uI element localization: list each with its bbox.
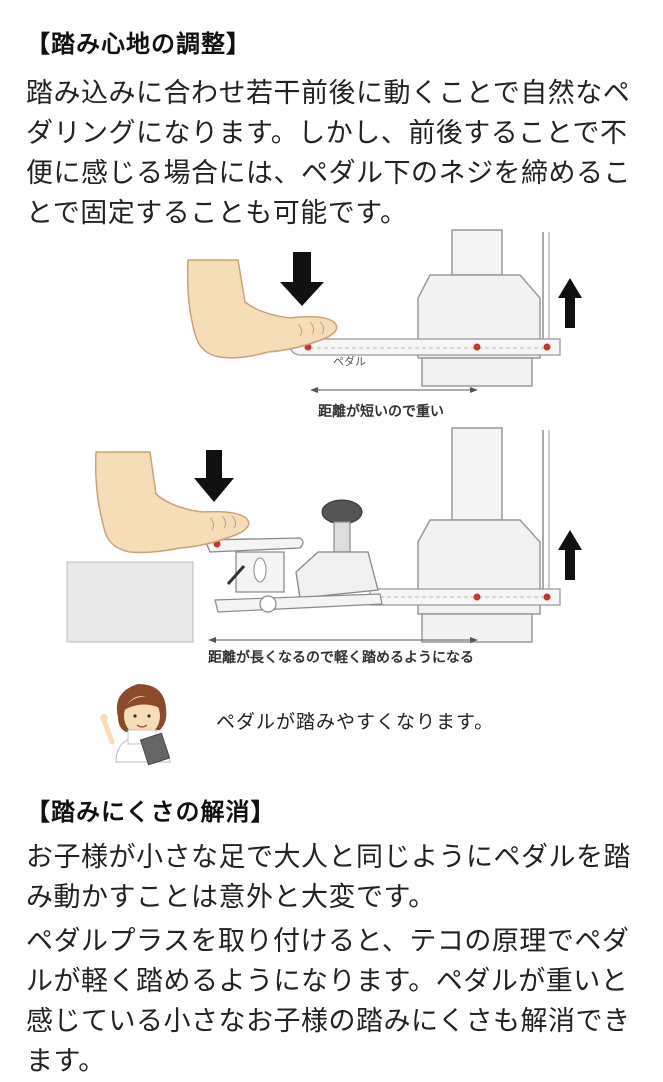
top-distance-label: 距離が短いので重い	[318, 403, 444, 420]
pivot-marker	[473, 593, 481, 601]
difficulty-paragraph-2: ペダルプラスを取り付けると、テコの原理でペダルが軽く踏めるようになります。ペダル…	[26, 926, 631, 1077]
section-heading-difficulty: 【踏みにくさの解消】	[26, 798, 276, 826]
section-heading-adjustment: 【踏み心地の調整】	[26, 30, 251, 58]
bottom-diagram: 距離が長くなるので軽く踏めるようになる	[66, 427, 582, 666]
woman-illustration	[100, 684, 171, 766]
down-arrow-icon	[194, 450, 234, 502]
step-block	[66, 561, 194, 643]
foot-bottom	[94, 451, 250, 554]
up-arrow-icon	[558, 530, 582, 580]
bottom-distance-label: 距離が長くなるので軽く踏めるようになる	[208, 649, 474, 666]
pivot-marker	[543, 343, 551, 351]
foot-top	[186, 259, 338, 359]
pedal-diagram: ペダル 距離が短いので重い	[0, 222, 663, 782]
pedal-label: ペダル	[333, 354, 366, 368]
top-diagram: ペダル 距離が短いので重い	[186, 229, 582, 420]
up-arrow-icon	[558, 278, 582, 328]
adjustment-paragraph: 踏み込みに合わせ若干前後に動くことで自然なペダリングになります。しかし、前後する…	[26, 78, 631, 229]
pedal-note: ペダルが踏みやすくなります。	[216, 711, 495, 733]
pedal-plus-device	[204, 499, 383, 613]
difficulty-paragraph-1: お子様が小さな足で大人と同じようにペダルを踏み動かすことは意外と大変です。	[26, 842, 631, 913]
down-arrow-icon	[280, 252, 324, 306]
pivot-marker	[473, 343, 481, 351]
pivot-marker	[543, 593, 551, 601]
